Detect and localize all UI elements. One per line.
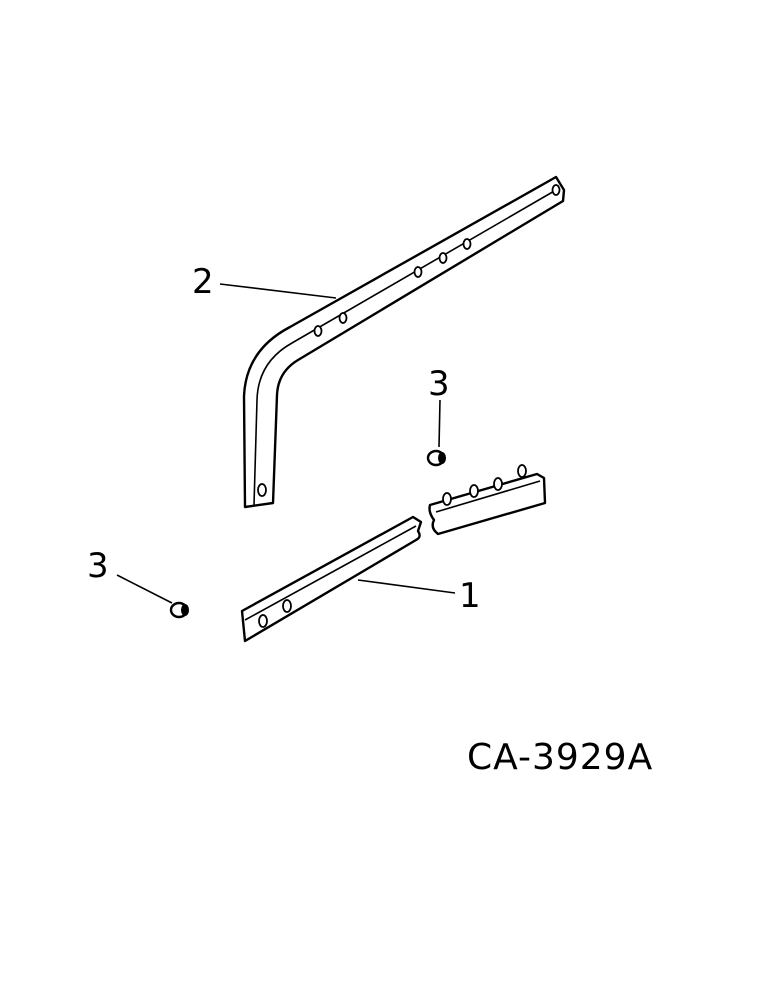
straight-bar-hole [442, 492, 452, 506]
callout-part-3-upper: 3 [428, 364, 450, 404]
plug-upper [426, 449, 446, 467]
straight-bar-hole [517, 464, 527, 478]
leader-line-part-2 [219, 283, 337, 299]
straight-bar-right-section [428, 472, 547, 536]
bent-bar-hole [462, 238, 472, 250]
bent-bar-hole [413, 266, 423, 278]
plug-lower [169, 601, 189, 619]
bent-bar-hole [438, 252, 448, 264]
bent-bar-hole [257, 483, 267, 497]
straight-bar-left-section [240, 515, 423, 643]
straight-bar-hole [493, 477, 503, 491]
straight-bar-hole [469, 484, 479, 498]
bent-bar-hole [551, 184, 561, 196]
bent-bar-outline [242, 175, 566, 509]
straight-bar-hole [258, 614, 268, 628]
bent-bar-hole [313, 325, 323, 337]
leader-line-part-3-upper [438, 399, 441, 448]
straight-bar-hole [282, 599, 292, 613]
leader-line-part-1 [357, 579, 456, 594]
callout-part-3-lower: 3 [87, 546, 109, 586]
straight-bar-left-edge [244, 525, 417, 621]
figure-id: CA-3929A [467, 737, 653, 778]
leader-line-part-3-lower [116, 574, 173, 604]
bent-bar-inner-edge [253, 189, 557, 506]
bent-bar-part [242, 175, 566, 509]
callout-part-1: 1 [459, 576, 481, 616]
straight-bar-right-edge [435, 480, 541, 513]
straight-bar-part [240, 464, 547, 643]
bent-bar-hole [338, 312, 348, 324]
callout-part-2: 2 [192, 262, 214, 302]
